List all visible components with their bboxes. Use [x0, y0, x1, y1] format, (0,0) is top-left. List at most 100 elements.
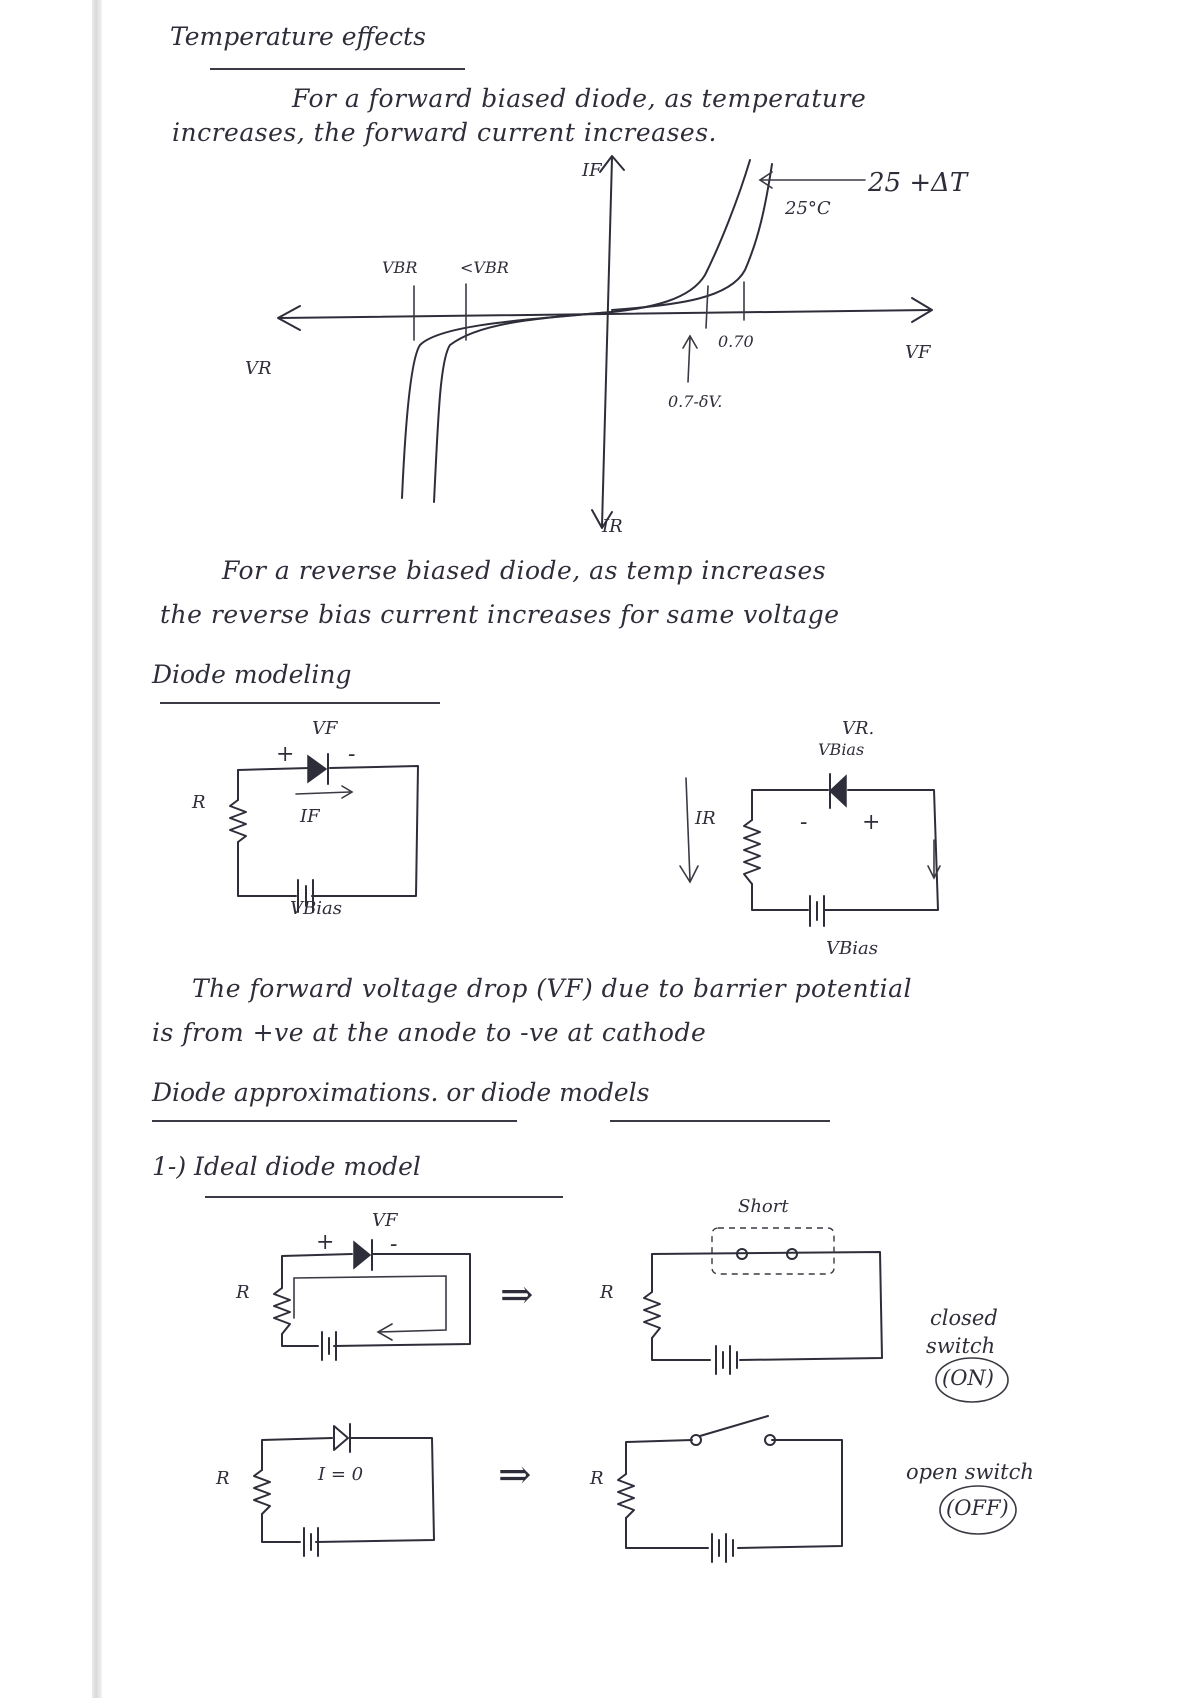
heading-underline — [152, 1120, 517, 1122]
knee-shift-pointer-head — [683, 336, 697, 348]
y-axis-top-arrow — [600, 156, 624, 172]
wire — [738, 1440, 842, 1548]
diode-triangle — [334, 1426, 348, 1450]
ir-arrow — [686, 778, 690, 880]
graph-vr-label: VR — [245, 358, 272, 379]
wire — [312, 766, 418, 896]
ideal-on-vf-label: VF — [372, 1210, 398, 1231]
off-label-circle — [940, 1486, 1016, 1534]
open-switch-blade — [700, 1416, 768, 1436]
switch-contact — [691, 1435, 701, 1445]
graph-vbr-shifted-label: <VBR — [460, 258, 509, 277]
ideal-off-circuit — [254, 1424, 434, 1556]
reverse-paragraph-line-2: the reverse bias current increases for s… — [160, 600, 840, 629]
wire — [824, 790, 938, 910]
heading-underline — [610, 1120, 830, 1122]
forward-paragraph-line-1: For a forward biased diode, as temperatu… — [292, 84, 867, 113]
wire — [626, 1518, 708, 1548]
heading-diode-approximations: Diode approximations. or diode models — [152, 1078, 650, 1107]
wire — [282, 1334, 318, 1346]
rev-model-ir-label: IR — [695, 808, 716, 829]
ideal-short-r-label: R — [600, 1282, 614, 1303]
ideal-off-i-label: I = 0 — [318, 1464, 364, 1485]
ideal-open-r-label: R — [590, 1468, 604, 1489]
reverse-bias-circuit — [680, 774, 940, 926]
open-switch-label-2: (OFF) — [946, 1496, 1009, 1520]
current-loop — [294, 1276, 446, 1332]
loop-arrow-head — [928, 866, 940, 878]
diode-triangle — [354, 1242, 370, 1268]
ideal-on-circuit — [274, 1240, 470, 1360]
curve-hot-temp — [612, 160, 750, 312]
y-axis — [602, 158, 612, 526]
wire — [282, 1254, 352, 1288]
graph-070-label: 0.70 — [718, 332, 754, 351]
vf-paragraph-line-1: The forward voltage drop (VF) due to bar… — [192, 974, 912, 1003]
y-axis-bottom-arrow — [592, 510, 612, 528]
resistor — [644, 1292, 660, 1338]
knee-shift-pointer — [688, 338, 690, 382]
ideal-on-plus-label: + — [316, 1230, 335, 1255]
closed-switch-label-3: (ON) — [942, 1366, 994, 1390]
fwd-model-minus-label: - — [348, 742, 356, 767]
short-dashed-box — [712, 1228, 834, 1274]
fwd-model-vbias-label: VBias — [290, 898, 342, 919]
ir-arrow-head — [680, 866, 698, 882]
graph-curve-room-label: 25°C — [785, 198, 831, 219]
current-arrow-head — [342, 786, 352, 798]
wire — [238, 842, 296, 896]
open-circuit-equivalent — [618, 1416, 842, 1562]
diode-triangle — [308, 756, 326, 782]
wire — [262, 1514, 300, 1542]
iv-graph — [278, 156, 932, 528]
curve-label-leader-head — [760, 172, 772, 188]
graph-vf-label: VF — [905, 342, 931, 363]
diode-triangle — [830, 776, 846, 806]
wire — [652, 1338, 710, 1360]
page-binding-shadow — [92, 0, 102, 1698]
resistor — [230, 800, 246, 842]
ideal-off-arrow: ⇒ — [498, 1452, 532, 1498]
reverse-curve-room — [402, 312, 612, 498]
rev-model-minus-label: - — [800, 810, 808, 835]
heading-ideal-diode-model: 1-) Ideal diode model — [152, 1152, 421, 1181]
x-axis-right-arrow — [912, 298, 932, 322]
closed-switch-label-1: closed — [930, 1306, 998, 1330]
x-axis-left-arrow — [278, 306, 300, 330]
resistor — [618, 1474, 634, 1518]
ideal-on-r-label: R — [236, 1282, 250, 1303]
forward-bias-circuit — [230, 754, 418, 912]
short-circuit-equivalent — [644, 1228, 882, 1374]
reverse-paragraph-line-1: For a reverse biased diode, as temp incr… — [222, 556, 827, 585]
graph-vbr-label: VBR — [382, 258, 418, 277]
reverse-curve-hot — [434, 312, 612, 502]
wire — [626, 1440, 692, 1474]
vf-paragraph-line-2: is from +ve at the anode to -ve at catho… — [152, 1018, 707, 1047]
fwd-model-vf-label: VF — [312, 718, 338, 739]
open-switch-label-1: open switch — [906, 1460, 1034, 1484]
rev-model-plus-label: + — [862, 810, 881, 835]
on-label-circle — [936, 1358, 1008, 1402]
wire — [262, 1438, 332, 1470]
wire — [316, 1438, 434, 1542]
x-axis — [280, 310, 930, 318]
graph-shift-label: 0.7-δV. — [668, 392, 723, 411]
graph-curve-hot-label: 25 +ΔT — [868, 168, 968, 198]
resistor — [274, 1288, 290, 1334]
rev-model-vr-label: VR. — [842, 718, 875, 739]
rev-model-vbias-label: VBias — [826, 938, 878, 959]
fwd-model-plus-label: + — [276, 742, 295, 767]
wire — [238, 768, 310, 770]
heading-underline — [210, 68, 465, 70]
heading-temperature-effects: Temperature effects — [170, 22, 426, 51]
heading-diode-modeling: Diode modeling — [152, 660, 352, 689]
switch-contact — [787, 1249, 797, 1259]
heading-underline — [205, 1196, 563, 1198]
ideal-off-r-label: R — [216, 1468, 230, 1489]
current-arrow — [296, 792, 350, 794]
curve-room-temp — [612, 164, 772, 310]
knee-070-tick — [706, 286, 708, 328]
resistor — [744, 820, 760, 884]
